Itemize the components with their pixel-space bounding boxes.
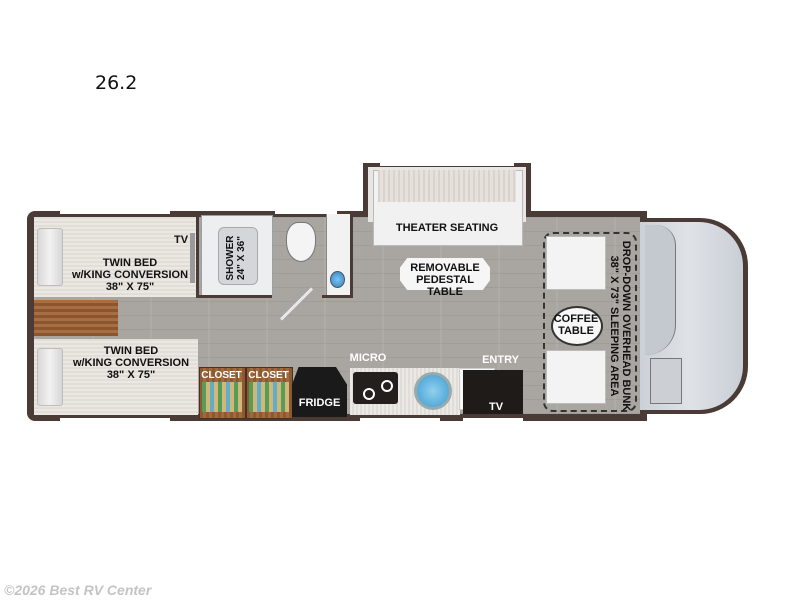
shower-label: SHOWER 24" X 36" <box>225 228 247 288</box>
tv-panel <box>190 233 195 283</box>
entry-tv-label: TV <box>488 401 504 413</box>
fridge[interactable] <box>292 367 347 417</box>
shower-label-line2: 24" X 36" <box>236 236 247 280</box>
bed-2-label-line1: TWIN BED <box>103 345 159 357</box>
pedestal-table-line2: PEDESTAL TABLE <box>416 274 474 298</box>
galley-sink[interactable] <box>414 372 452 410</box>
bath-wall-bottom <box>196 295 272 298</box>
window <box>60 418 170 421</box>
coffee-table-line2: TABLE <box>558 325 594 337</box>
pedestal-table[interactable] <box>400 258 490 290</box>
bath-sink-icon <box>330 271 345 288</box>
window <box>380 163 514 166</box>
bed-1-label-line1: TWIN BED <box>102 257 158 269</box>
window <box>60 211 170 214</box>
pedestal-table-label: REMOVABLE PEDESTAL TABLE <box>400 262 490 298</box>
pillow-icon <box>37 228 63 286</box>
bed-1-label-line3: 38" X 75" <box>105 281 155 293</box>
overhead-bunk-line1: DROP-DOWN OVERHEAD BUNK <box>620 240 632 412</box>
entry-label: ENTRY <box>482 354 519 366</box>
front-seat-top[interactable] <box>546 236 606 290</box>
burner-icon <box>381 380 393 392</box>
bed-1-label: TWIN BED w/KING CONVERSION 38" X 75" <box>70 257 190 293</box>
model-number: 26.2 <box>95 72 138 94</box>
coffee-table[interactable] <box>551 306 603 346</box>
shower-pan <box>218 227 258 285</box>
cab-dash <box>645 225 676 355</box>
copyright: ©2026 Best RV Center <box>4 582 152 598</box>
coffee-table-line1: COFFEE <box>553 313 599 325</box>
coffee-table-label: COFFEE TABLE <box>551 313 601 337</box>
window <box>360 418 440 421</box>
toilet-icon <box>286 222 316 262</box>
bunk-outline[interactable] <box>543 232 637 412</box>
entry-door[interactable] <box>463 370 523 414</box>
bed-1-tv-label: TV <box>173 234 189 246</box>
bed-1-label-line2: w/KING CONVERSION <box>71 269 189 281</box>
bed-2-label-line2: w/KING CONVERSION <box>72 357 190 369</box>
bath-wall-bottom-2 <box>322 295 353 298</box>
closet-2-label: CLOSET <box>248 370 289 381</box>
bed-2-label: TWIN BED w/KING CONVERSION 38" X 75" <box>70 345 192 381</box>
closet-1-label: CLOSET <box>201 370 242 381</box>
burner-icon <box>363 388 375 400</box>
overhead-bunk-line2: 38" X 73" SLEEPING AREA <box>608 255 620 397</box>
pedestal-table-line1: REMOVABLE <box>410 262 480 274</box>
bath-wall <box>196 217 199 297</box>
window <box>275 211 337 214</box>
window <box>463 418 523 421</box>
seat-back <box>378 170 516 202</box>
shower-label-line1: SHOWER <box>225 235 236 281</box>
pillow-icon <box>37 348 63 406</box>
bed-2-label-line3: 38" X 75" <box>106 369 156 381</box>
micro-label: MICRO <box>349 352 387 364</box>
cab-floor-box <box>650 358 682 404</box>
front-seat-bottom[interactable] <box>546 350 606 404</box>
hanger-icons <box>202 382 242 412</box>
bath-wall-right <box>350 214 353 298</box>
fridge-label: FRIDGE <box>298 397 341 409</box>
overhead-bunk-label: DROP-DOWN OVERHEAD BUNK 38" X 73" SLEEPI… <box>608 238 632 414</box>
theater-seating-label: THEATER SEATING <box>395 222 499 234</box>
hanger-icons <box>249 382 289 412</box>
wood-nightstand <box>34 300 118 336</box>
